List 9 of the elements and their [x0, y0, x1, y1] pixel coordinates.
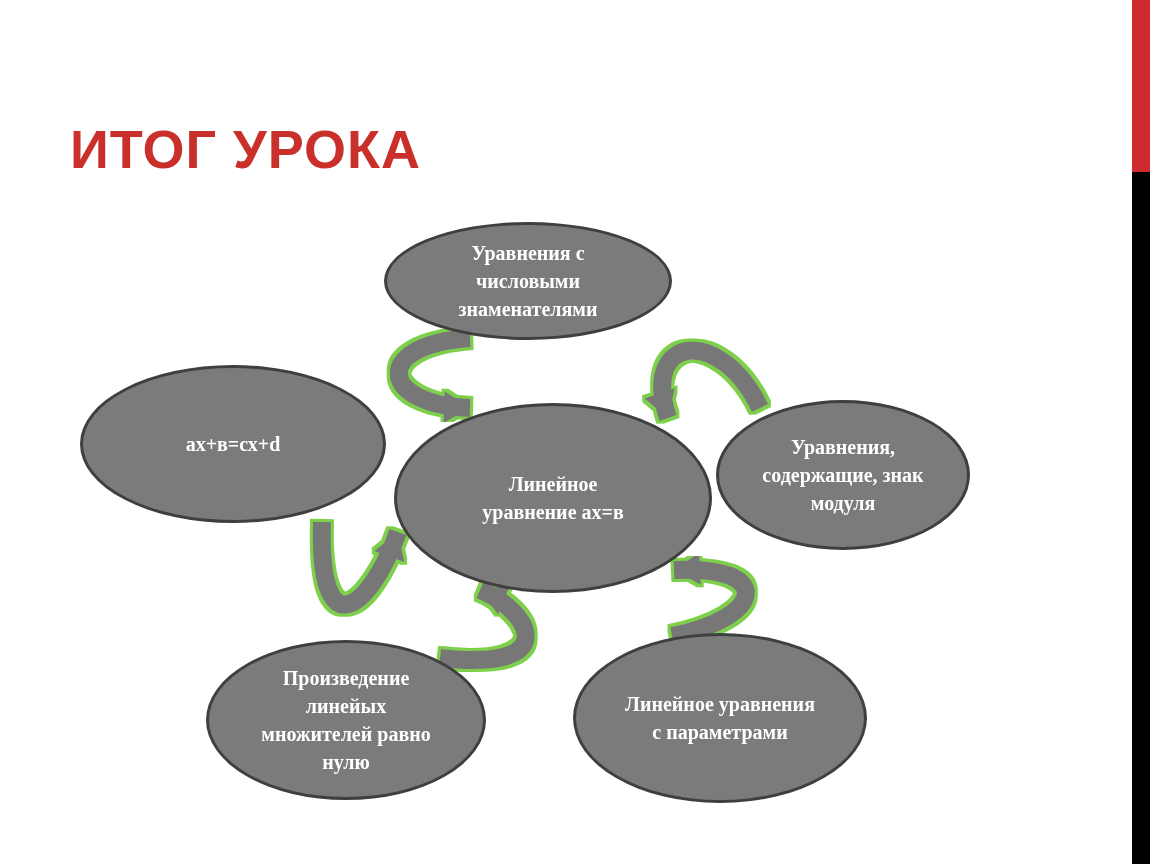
curved-arrow: [439, 581, 535, 669]
node-text: ах+в=сх+d: [184, 432, 282, 457]
slide-title: ИТОГ УРОКА: [70, 118, 421, 180]
node-text: Линейное уравнения с параметрами: [624, 692, 816, 746]
curved-arrow: [389, 329, 472, 422]
node-text: Линейное уравнение ах=в: [481, 472, 625, 526]
node-text: Уравнения, содержащие, знак модуля: [761, 435, 925, 517]
node-text: Уравнения с числовыми знаменателями: [457, 241, 599, 322]
node-text: Произведение линейых множителей равно нулю: [260, 666, 432, 776]
